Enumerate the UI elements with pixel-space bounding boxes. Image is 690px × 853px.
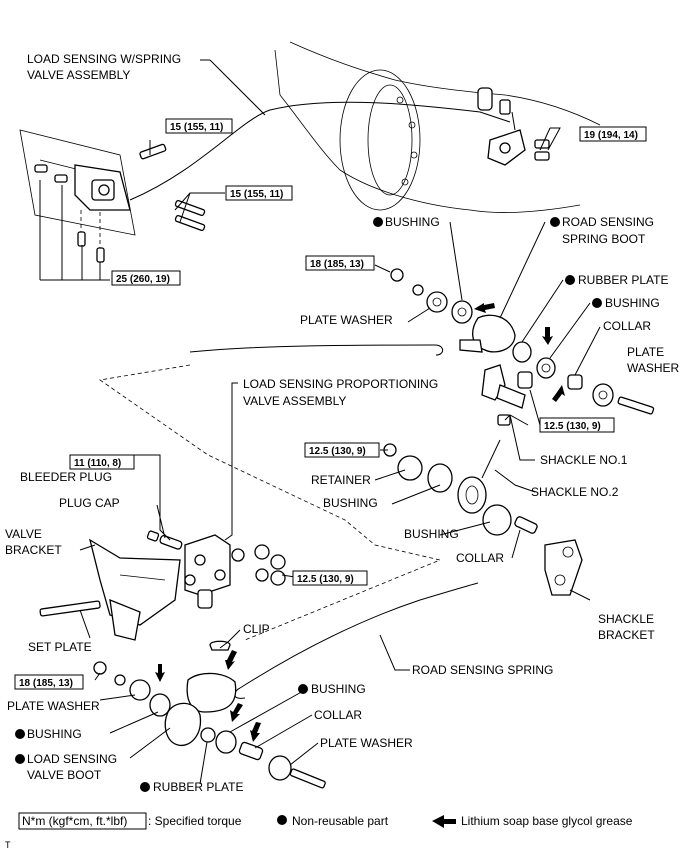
torque-18-a: 18 (185, 13) xyxy=(310,259,364,270)
non-reusable-dot-icon xyxy=(277,815,287,825)
grease-arrow-icon xyxy=(432,815,456,828)
upper-valve-bracket xyxy=(19,129,206,263)
legend: N*m (kgf*cm, ft.*lbf) : Specified torque… xyxy=(18,812,633,830)
label-lspv-2: VALVE ASSEMBLY xyxy=(243,394,346,408)
label-load-sensing-valve-boot-1: LOAD SENSING xyxy=(27,752,117,766)
torque-15-a: 15 (155, 11) xyxy=(170,122,223,133)
non-reusable-dot-icons xyxy=(15,217,602,825)
label-clip: CLIP xyxy=(243,622,270,636)
label-rubber-plate-top: RUBBER PLATE xyxy=(578,273,668,287)
label-bushing-mid: BUSHING xyxy=(323,496,378,510)
label-plate-right: PLATE xyxy=(627,345,664,359)
lower-spring-rod xyxy=(93,582,479,789)
torque-11: 11 (110, 8) xyxy=(74,458,121,469)
label-road-sensing-spring-boot-1: ROAD SENSING xyxy=(562,215,654,229)
label-bushing-top: BUSHING xyxy=(385,215,440,229)
label-load-sensing-valve-assy-1: LOAD SENSING W/SPRING xyxy=(27,52,181,66)
label-plate-washer-mid: PLATE WASHER xyxy=(300,313,393,327)
middle-hardware xyxy=(189,268,655,426)
torque-18-b: 18 (185, 13) xyxy=(19,678,73,689)
label-rubber-plate-bottom: RUBBER PLATE xyxy=(153,780,243,794)
torque-25: 25 (260, 19) xyxy=(116,274,170,285)
label-bushing-bottom: BUSHING xyxy=(311,682,366,696)
label-bushing-lower-right: BUSHING xyxy=(404,527,459,541)
label-load-sensing-valve-boot-2: VALVE BOOT xyxy=(27,768,102,782)
label-retainer: RETAINER xyxy=(311,473,371,487)
label-lspv-1: LOAD SENSING PROPORTIONING xyxy=(243,377,438,391)
label-bleeder-plug: BLEEDER PLUG xyxy=(20,470,112,484)
label-shackle: SHACKLE xyxy=(598,612,654,626)
label-collar-right: COLLAR xyxy=(603,319,651,333)
label-plate-washer-bottom: PLATE WASHER xyxy=(320,736,413,750)
legend-torque-desc: : Specified torque xyxy=(148,814,242,828)
upper-spring-rod xyxy=(129,101,511,201)
upper-shackle-linkage xyxy=(477,87,550,166)
axle-housing xyxy=(274,41,601,213)
label-plate-washer-left: PLATE WASHER xyxy=(7,699,100,713)
label-plug-cap: PLUG CAP xyxy=(59,496,120,510)
legend-torque-key: N*m (kgf*cm, ft.*lbf) xyxy=(22,814,127,828)
torque-19: 19 (194, 14) xyxy=(584,130,638,141)
leader-lines xyxy=(39,59,601,785)
lspv-assembly xyxy=(146,530,286,609)
label-shackle-no2: SHACKLE NO.2 xyxy=(531,485,619,499)
label-load-sensing-valve-assy-2: VALVE ASSEMBLY xyxy=(27,68,130,82)
label-shackle-no1: SHACKLE NO.1 xyxy=(540,453,628,467)
label-collar-bottom: COLLAR xyxy=(314,708,362,722)
grease-arrow-icons xyxy=(155,303,565,828)
torque-12-5-c: 12.5 (130, 9) xyxy=(297,574,354,585)
label-set-plate: SET PLATE xyxy=(28,640,92,654)
torque-15-b: 15 (155, 11) xyxy=(230,189,283,200)
label-washer-right: WASHER xyxy=(627,361,680,375)
torque-12-5-b: 12.5 (130, 9) xyxy=(309,446,366,457)
corner-mark: T xyxy=(5,840,11,850)
label-valve: VALVE xyxy=(5,527,42,541)
part-labels: LOAD SENSING W/SPRING VALVE ASSEMBLY BUS… xyxy=(5,52,680,794)
label-road-sensing-spring: ROAD SENSING SPRING xyxy=(412,663,553,677)
label-bushing-left: BUSHING xyxy=(27,727,82,741)
torque-boxes: 15 (155, 11) 19 (194, 14) 15 (155, 11) 2… xyxy=(14,118,647,690)
valve-bracket xyxy=(39,538,181,641)
label-road-sensing-spring-boot-2: SPRING BOOT xyxy=(562,232,646,246)
label-collar-lower-right: COLLAR xyxy=(456,551,504,565)
legend-nonreusable: Non-reusable part xyxy=(292,814,389,828)
legend-grease: Lithium soap base glycol grease xyxy=(461,814,633,828)
label-bracket-shackle: BRACKET xyxy=(598,628,655,642)
shackle-group xyxy=(383,439,583,596)
label-bushing-right: BUSHING xyxy=(605,296,660,310)
torque-12-5-a: 12.5 (130, 9) xyxy=(544,421,601,432)
label-bracket: BRACKET xyxy=(5,543,62,557)
